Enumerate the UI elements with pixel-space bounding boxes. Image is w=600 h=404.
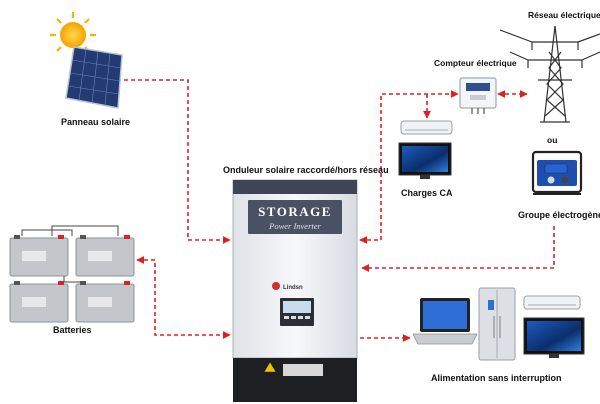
inverter-subtitle: Power Inverter [268, 221, 321, 231]
solar-panel-icon [65, 46, 123, 109]
ups-loads-group: Alimentation sans interruption [412, 287, 585, 383]
brand-logo-icon [272, 282, 280, 290]
meter-group: Compteur électrique [434, 58, 517, 114]
batteries-label: Batteries [53, 325, 92, 335]
inverter-label: Onduleur solaire raccordé/hors réseau [223, 165, 389, 175]
grid-label: Réseau électrique [528, 10, 600, 20]
arrow-generator-to-inverter [361, 226, 555, 272]
or-label: ou [547, 135, 557, 145]
battery-icon [75, 281, 135, 323]
battery-icon [9, 235, 69, 277]
grid-group: Réseau électrique [499, 10, 600, 123]
lcd-screen-icon [283, 301, 311, 313]
sun-icon [50, 12, 96, 58]
arrow-inverter-to-meter [359, 90, 459, 244]
ac-loads-label: Charges CA [401, 188, 453, 198]
electric-meter-icon [459, 77, 497, 114]
arrow-battery-to-inverter [136, 256, 231, 339]
inverter-title: STORAGE [258, 204, 332, 219]
solar-panel-group: Panneau solaire [50, 12, 130, 127]
generator-icon [531, 150, 583, 195]
laptop-icon [412, 298, 478, 345]
refrigerator-icon [478, 287, 516, 361]
warning-icon [263, 361, 277, 373]
ac-unit-icon [400, 120, 453, 135]
inverter-device: STORAGE Power Inverter Lindsn [232, 179, 358, 402]
generator-group: ou Groupe électrogène [518, 135, 600, 220]
ac-loads-group: Charges CA [398, 120, 453, 198]
battery-bank-icon [9, 225, 135, 323]
power-tower-icon [499, 25, 600, 123]
ups-label: Alimentation sans interruption [431, 373, 562, 383]
battery-icon [9, 281, 69, 323]
generator-label: Groupe électrogène [518, 210, 600, 220]
tv-icon [523, 317, 585, 358]
battery-icon [75, 235, 135, 277]
inverter-group: Onduleur solaire raccordé/hors réseau ST… [223, 165, 389, 402]
meter-label: Compteur électrique [434, 58, 517, 68]
batteries-group: Batteries [9, 225, 135, 335]
tv-icon [398, 142, 452, 179]
ac-unit-icon [523, 295, 581, 310]
connection-arrows [124, 79, 555, 342]
solar-panel-label: Panneau solaire [61, 117, 130, 127]
inverter-brand: Lindsn [283, 285, 303, 291]
arrow-solar-to-inverter [124, 79, 231, 244]
